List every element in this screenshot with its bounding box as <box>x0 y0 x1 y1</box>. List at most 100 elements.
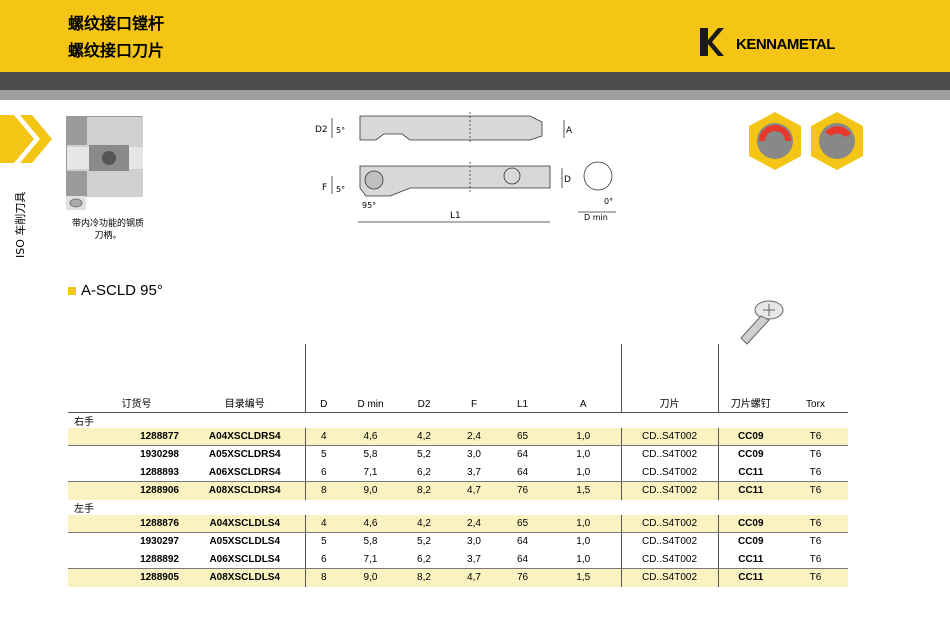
table-header-row: 订货号 目录编号 D D min D2 F L1 A 刀片 刀片螺钉 Torx <box>68 344 848 413</box>
table-cell: 64 <box>499 463 546 482</box>
column-header: F <box>449 344 499 413</box>
column-header: L1 <box>499 344 546 413</box>
table-cell: CD..S4T002 <box>621 532 719 551</box>
table-cell: 65 <box>499 514 546 533</box>
dimension-drawing: D2 5° F 5° 95° A D L1 0° D min <box>315 112 616 223</box>
table-cell: 5,8 <box>363 536 378 548</box>
table-cell: CC09 <box>718 427 783 446</box>
table-cell: T6 <box>783 427 848 446</box>
table-cell: 7,1 <box>342 463 399 482</box>
table-cell: 76 <box>499 568 546 587</box>
table-cell: CC11 <box>718 550 783 569</box>
table-cell: 1288876 <box>68 514 185 533</box>
table-cell: 5 <box>320 449 327 461</box>
table-cell: A08XSCLDRS4 <box>185 481 306 500</box>
dim-d2: D2 <box>315 125 328 135</box>
table-cell: CD..S4T002 <box>621 463 719 482</box>
table-cell: 7,1 <box>342 550 399 569</box>
caption-line-1: 带内冷功能的钢质 <box>71 219 144 229</box>
header-grey-band <box>0 90 950 100</box>
table-cell: T6 <box>783 463 848 482</box>
table-cell: 6,2 <box>399 550 449 569</box>
table-cell: 2,4 <box>449 427 499 446</box>
table-cell: 3,0 <box>467 536 481 548</box>
table-cell: CD..S4T002 <box>621 481 719 500</box>
table-cell: CC11 <box>718 568 783 587</box>
table-cell: T6 <box>809 536 822 548</box>
section-title: A-SCLD 95° <box>68 282 163 299</box>
coating-icon <box>749 112 863 170</box>
product-photo <box>66 116 143 197</box>
table-cell: A05XSCLDRS4 <box>185 445 306 464</box>
table-cell: 4,7 <box>449 568 499 587</box>
table-cell: T6 <box>783 568 848 587</box>
table-cell: 1,0 <box>546 445 622 464</box>
table-cell: CC11 <box>718 481 783 500</box>
chevron-right-icon <box>0 115 52 163</box>
table-cell: T6 <box>783 550 848 569</box>
header-dark-band <box>0 72 950 90</box>
table-cell: 8,2 <box>399 481 449 500</box>
table-cell: 9,0 <box>342 481 399 500</box>
table-cell: CD..S4T002 <box>621 427 719 446</box>
table-cell: 8,2 <box>399 568 449 587</box>
column-header: 目录编号 <box>185 344 306 413</box>
table-cell: CC11 <box>718 463 783 482</box>
dim-a: A <box>566 126 573 136</box>
column-header: 刀片螺钉 <box>718 344 783 413</box>
table-cell: 1930298 <box>140 449 179 461</box>
table-cell: 65 <box>499 427 546 446</box>
product-table: 订货号 目录编号 D D min D2 F L1 A 刀片 刀片螺钉 Torx … <box>68 344 848 587</box>
table-cell: 4,6 <box>342 427 399 446</box>
table-cell: 1,0 <box>546 463 622 482</box>
photo-caption: 带内冷功能的钢质 刀柄。 <box>68 218 148 242</box>
table-cell: 8 <box>305 568 342 587</box>
table-cell: 3,7 <box>449 550 499 569</box>
table-group-row: 右手 <box>68 412 848 428</box>
column-header: D2 <box>399 344 449 413</box>
table-cell: 1,0 <box>546 427 622 446</box>
table-cell: T6 <box>809 449 822 461</box>
table-cell: A04XSCLDRS4 <box>185 427 306 446</box>
table-cell: 4,7 <box>449 481 499 500</box>
table-cell: 1,5 <box>546 568 622 587</box>
caption-line-2: 刀柄。 <box>94 231 122 241</box>
table-cell: 64 <box>499 550 546 569</box>
table-cell: 4 <box>305 427 342 446</box>
table-cell: A05XSCLDLS4 <box>185 532 306 551</box>
insert-icon <box>66 196 86 210</box>
table-cell: 4 <box>305 514 342 533</box>
page-subtitle: 螺纹接口刀片 <box>68 41 165 60</box>
table-cell: 3,7 <box>449 463 499 482</box>
table-cell: 9,0 <box>342 568 399 587</box>
group-label: 右手 <box>74 416 94 428</box>
sidebar-label: ISO 车削刀具 <box>14 191 27 258</box>
table-cell: CC09 <box>737 536 764 548</box>
group-label: 左手 <box>74 503 94 515</box>
sidebar-category: ISO 车削刀具 <box>12 180 32 260</box>
table-cell: 1,0 <box>546 514 622 533</box>
dim-zero: 0° <box>604 197 613 206</box>
table-cell: A06XSCLDLS4 <box>185 550 306 569</box>
table-cell: CD..S4T002 <box>621 550 719 569</box>
table-cell: 4,2 <box>399 427 449 446</box>
table-cell: A06XSCLDRS4 <box>185 463 306 482</box>
column-header: D <box>305 344 342 413</box>
table-cell: A04XSCLDLS4 <box>185 514 306 533</box>
dim-d: D <box>564 175 571 185</box>
dim-angle-5b: 5° <box>336 185 345 194</box>
table-cell: 2,4 <box>449 514 499 533</box>
table-cell: 64 <box>516 536 529 548</box>
table-cell: 3,0 <box>467 449 481 461</box>
section-title-text: A-SCLD 95° <box>81 282 163 299</box>
column-header: D min <box>342 344 399 413</box>
table-cell: 64 <box>516 449 529 461</box>
table-cell: 5 <box>320 536 327 548</box>
